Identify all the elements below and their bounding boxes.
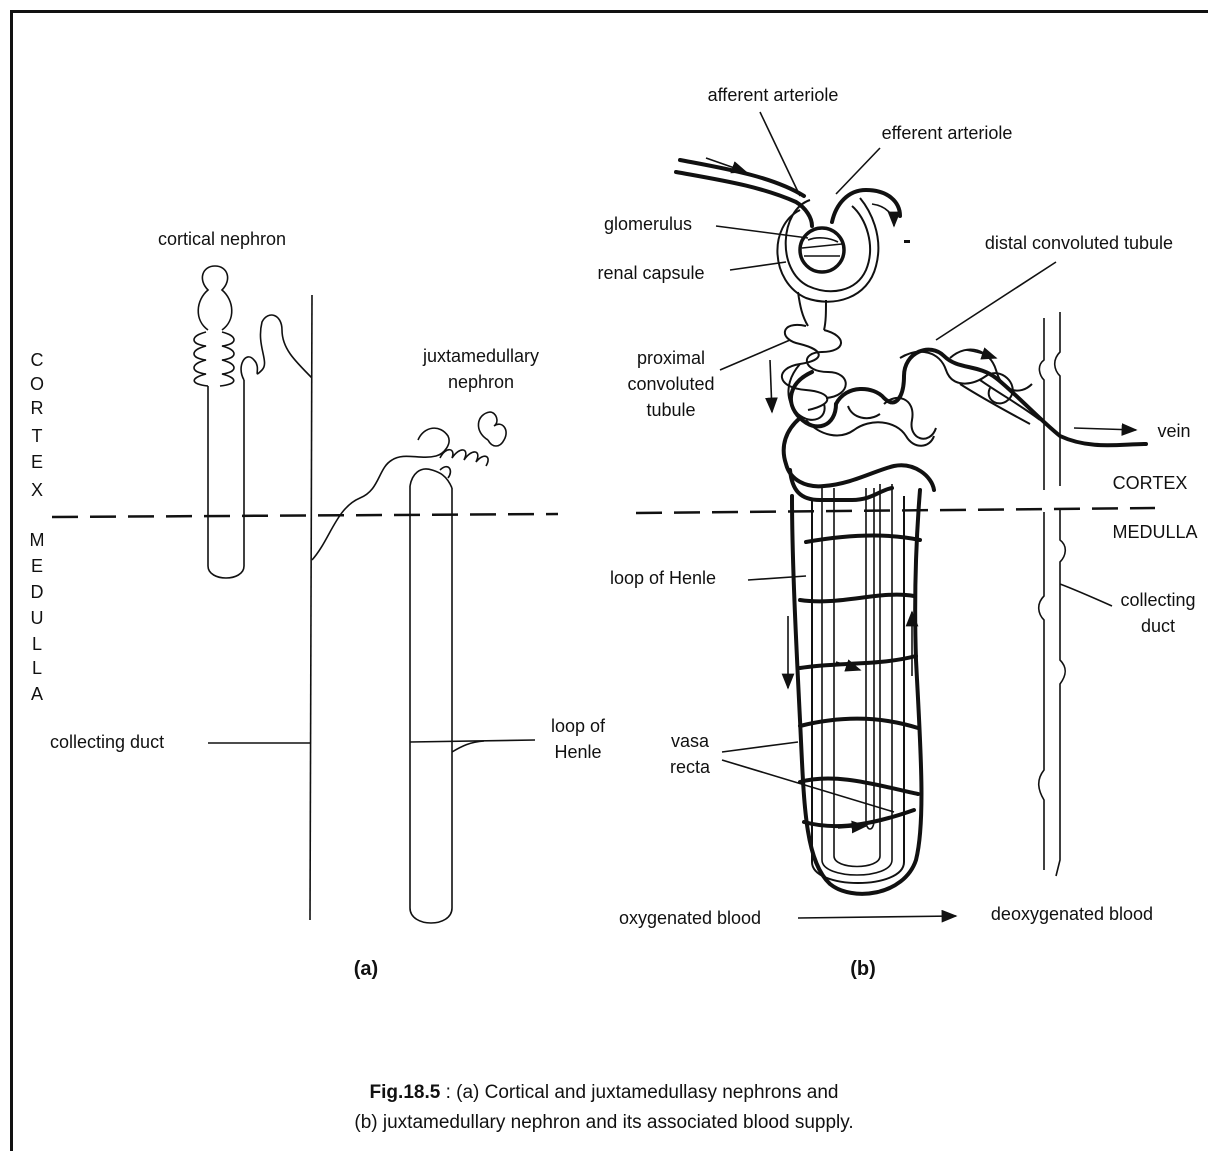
panel-a-sublabel: (a) — [354, 958, 378, 980]
medulla-vertical-label: M E D U L L A — [30, 530, 45, 704]
vein-label: vein — [1157, 421, 1190, 441]
collecting-duct-a — [310, 295, 312, 920]
loop-of-henle-label-b: loop of Henle — [610, 568, 716, 588]
loop-of-henle-label-a-line2: Henle — [554, 742, 601, 762]
panel-a: C O R T E X M E D U L L A cortical nephr… — [30, 229, 607, 980]
efferent-flow-mark — [904, 240, 910, 243]
juxtamedullary-label-line2: nephron — [448, 372, 514, 392]
juxtamedullary-nephron — [312, 412, 506, 923]
renal-capsule-label: renal capsule — [597, 263, 704, 283]
proximal-label-line2: convoluted — [627, 374, 714, 394]
proximal-leader — [720, 340, 790, 370]
collecting-duct-label-b-line1: collecting — [1120, 590, 1195, 610]
collecting-duct-label-a: collecting duct — [50, 732, 164, 752]
vein-flow-arrow — [1074, 428, 1136, 430]
cortex-vertical-label: C O R T E X — [30, 350, 44, 500]
collecting-duct-b-leader — [1060, 584, 1112, 606]
medulla-letter: E — [31, 556, 43, 576]
cortex-letter: O — [30, 374, 44, 394]
renal-capsule-leader — [730, 262, 786, 270]
deoxygenated-blood-label: deoxygenated blood — [991, 904, 1153, 924]
medulla-letter: L — [32, 658, 42, 678]
glomerulus-leader — [716, 226, 808, 238]
collecting-duct-b — [1039, 312, 1066, 876]
vasa-recta — [792, 490, 921, 894]
cortex-letter: T — [32, 426, 43, 446]
juxtamedullary-label-line1: juxtamedullary — [422, 346, 539, 366]
glomerulus-label: glomerulus — [604, 214, 692, 234]
vasa-recta-leader1 — [722, 742, 798, 752]
loop-of-henle — [822, 484, 892, 875]
distal-convoluted-tubule-label: distal convoluted tubule — [985, 233, 1173, 253]
cortex-letter: E — [31, 452, 43, 472]
cortex-letter: X — [31, 480, 43, 500]
caption-text-line1: : (a) Cortical and juxtamedullasy nephro… — [440, 1082, 838, 1103]
panel-b-sublabel: (b) — [850, 958, 876, 980]
blood-legend: oxygenated blood deoxygenated blood — [619, 904, 1153, 928]
cortical-nephron — [194, 266, 312, 578]
vasa-recta-label-line2: recta — [670, 757, 711, 777]
proximal-convoluted-tubule — [782, 325, 846, 427]
medulla-letter: M — [30, 530, 45, 550]
medulla-letter: D — [31, 582, 44, 602]
proximal-label-line3: tubule — [646, 400, 695, 420]
loop-of-henle-label-a-line1: loop of — [551, 716, 606, 736]
caption-line1: Fig.18.5 : (a) Cortical and juxtamedulla… — [0, 1078, 1208, 1108]
cortical-nephron-label: cortical nephron — [158, 229, 286, 249]
cortex-medulla-boundary-b — [636, 508, 1155, 513]
panel-b: afferent arteriole efferent arteriole gl… — [597, 85, 1197, 980]
efferent-flow-arrow — [872, 204, 894, 226]
blood-flow-legend-arrow — [798, 916, 956, 918]
medulla-label: MEDULLA — [1112, 522, 1197, 542]
distal-tubule-leader — [936, 262, 1056, 340]
cortex-letter: R — [31, 398, 44, 418]
loop-of-henle-a-leader — [410, 740, 535, 742]
vasa-recta-leader2 — [722, 760, 894, 812]
loop-of-henle-a-leader2 — [452, 741, 484, 752]
figure-caption: Fig.18.5 : (a) Cortical and juxtamedulla… — [0, 1078, 1208, 1138]
medulla-letter: U — [31, 608, 44, 628]
loop-of-henle-b-leader — [748, 576, 806, 580]
efferent-arteriole-label: efferent arteriole — [882, 123, 1013, 143]
collecting-duct-label-b-line2: duct — [1141, 616, 1175, 636]
proximal-label-line1: proximal — [637, 348, 705, 368]
cortex-letter: C — [31, 350, 44, 370]
figure-number: Fig.18.5 — [370, 1082, 441, 1103]
peritubular-capillaries — [784, 349, 1146, 500]
cortex-medulla-boundary-a — [52, 514, 558, 517]
caption-line2: (b) juxtamedullary nephron and its assoc… — [0, 1108, 1208, 1138]
medulla-letter: A — [31, 684, 43, 704]
afferent-arteriole-label: afferent arteriole — [708, 85, 839, 105]
proximal-flow-arrow — [770, 360, 772, 412]
cortex-label: CORTEX — [1113, 473, 1188, 493]
efferent-leader — [836, 148, 880, 194]
medulla-letter: L — [32, 634, 42, 654]
vasa-recta-label-line1: vasa — [671, 731, 710, 751]
glomerulus — [800, 228, 844, 272]
oxygenated-blood-label: oxygenated blood — [619, 908, 761, 928]
